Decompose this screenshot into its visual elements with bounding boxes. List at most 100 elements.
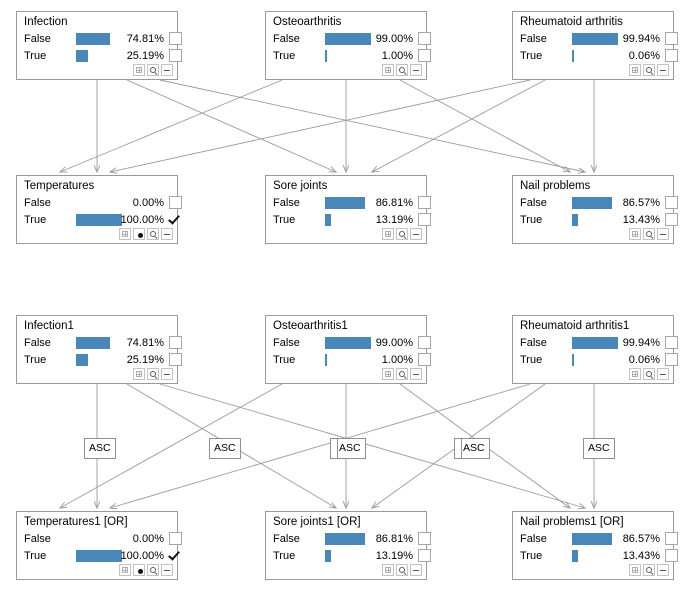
evidence-checkbox[interactable] [169,32,182,45]
probability-value: 0.00% [132,197,164,209]
grid-icon[interactable] [133,64,145,76]
evidence-checkbox[interactable] [665,532,678,545]
collapse-minus-icon[interactable] [410,564,422,576]
magnifier-icon[interactable] [396,564,408,576]
evidence-checkbox[interactable] [418,32,431,45]
probability-value: 1.00% [381,50,413,62]
evidence-checkbox[interactable] [418,336,431,349]
grid-icon[interactable] [629,64,641,76]
evidence-checkbox[interactable] [665,549,678,562]
evidence-checkbox[interactable] [665,32,678,45]
edge-label-asc-1[interactable]: ASC [84,438,116,459]
probability-bar-track [325,50,371,62]
evidence-checkbox[interactable] [169,49,182,62]
collapse-minus-icon[interactable] [657,228,669,240]
evidence-checkbox[interactable] [169,532,182,545]
probability-value: 99.94% [622,33,660,45]
grid-icon[interactable] [629,368,641,380]
collapse-minus-icon[interactable] [657,564,669,576]
grid-icon[interactable] [382,64,394,76]
evidence-checkbox[interactable] [418,532,431,545]
evidence-checkbox[interactable] [665,49,678,62]
state-label: True [520,354,543,366]
checkmark-icon[interactable] [169,549,182,562]
evidence-checkbox[interactable] [418,49,431,62]
collapse-minus-icon[interactable] [161,368,173,380]
node-toolbar [629,564,669,576]
magnifier-icon[interactable] [147,368,159,380]
evidence-dot-icon[interactable] [133,564,145,576]
collapse-minus-icon[interactable] [410,368,422,380]
evidence-checkbox[interactable] [418,196,431,209]
probability-bar [325,197,365,209]
evidence-checkbox[interactable] [169,336,182,349]
evidence-checkbox[interactable] [418,213,431,226]
probability-value: 86.57% [622,197,660,209]
evidence-checkbox[interactable] [665,353,678,366]
collapse-minus-icon[interactable] [410,64,422,76]
magnifier-icon[interactable] [643,64,655,76]
edge-label-asc-3[interactable]: ASC [330,438,366,459]
collapse-minus-icon[interactable] [657,368,669,380]
evidence-checkbox[interactable] [418,549,431,562]
node-toolbar [133,64,173,76]
magnifier-icon[interactable] [643,228,655,240]
grid-icon[interactable] [629,564,641,576]
edge-label-asc-4[interactable]: ASC [454,438,490,459]
collapse-minus-icon[interactable] [161,64,173,76]
probability-bar-track [572,214,618,226]
edge-label-asc-2[interactable]: ASC [209,438,241,459]
collapse-minus-icon[interactable] [161,564,173,576]
collapse-minus-icon[interactable] [657,64,669,76]
evidence-checkbox[interactable] [665,213,678,226]
probability-bar-track [572,50,618,62]
probability-bar-track [325,214,371,226]
grid-icon[interactable] [133,368,145,380]
grid-icon[interactable] [119,228,131,240]
checkmark-icon[interactable] [169,213,182,226]
node-toolbar [382,228,422,240]
evidence-checkbox[interactable] [418,353,431,366]
magnifier-icon[interactable] [396,368,408,380]
probability-value: 86.57% [622,533,660,545]
magnifier-icon[interactable] [147,64,159,76]
magnifier-icon[interactable] [396,228,408,240]
grid-icon[interactable] [629,228,641,240]
state-label: True [24,214,47,226]
magnifier-icon[interactable] [396,64,408,76]
evidence-checkbox[interactable] [665,196,678,209]
magnifier-icon[interactable] [643,368,655,380]
node-title: Temperatures [24,180,95,192]
probability-bar [76,33,111,45]
magnifier-icon[interactable] [147,564,159,576]
grid-icon[interactable] [382,228,394,240]
grid-icon[interactable] [382,368,394,380]
probability-bar-track [325,337,371,349]
magnifier-icon[interactable] [147,228,159,240]
collapse-minus-icon[interactable] [161,228,173,240]
evidence-dot-icon[interactable] [133,228,145,240]
magnifier-icon[interactable] [643,564,655,576]
node-title: Rheumatoid arthritis [520,16,623,28]
edge-label-asc-5[interactable]: ASC [583,438,615,459]
grid-icon[interactable] [382,564,394,576]
evidence-checkbox[interactable] [665,336,678,349]
evidence-checkbox[interactable] [169,353,182,366]
collapse-minus-icon[interactable] [410,228,422,240]
grid-icon[interactable] [119,564,131,576]
evidence-checkbox[interactable] [169,196,182,209]
